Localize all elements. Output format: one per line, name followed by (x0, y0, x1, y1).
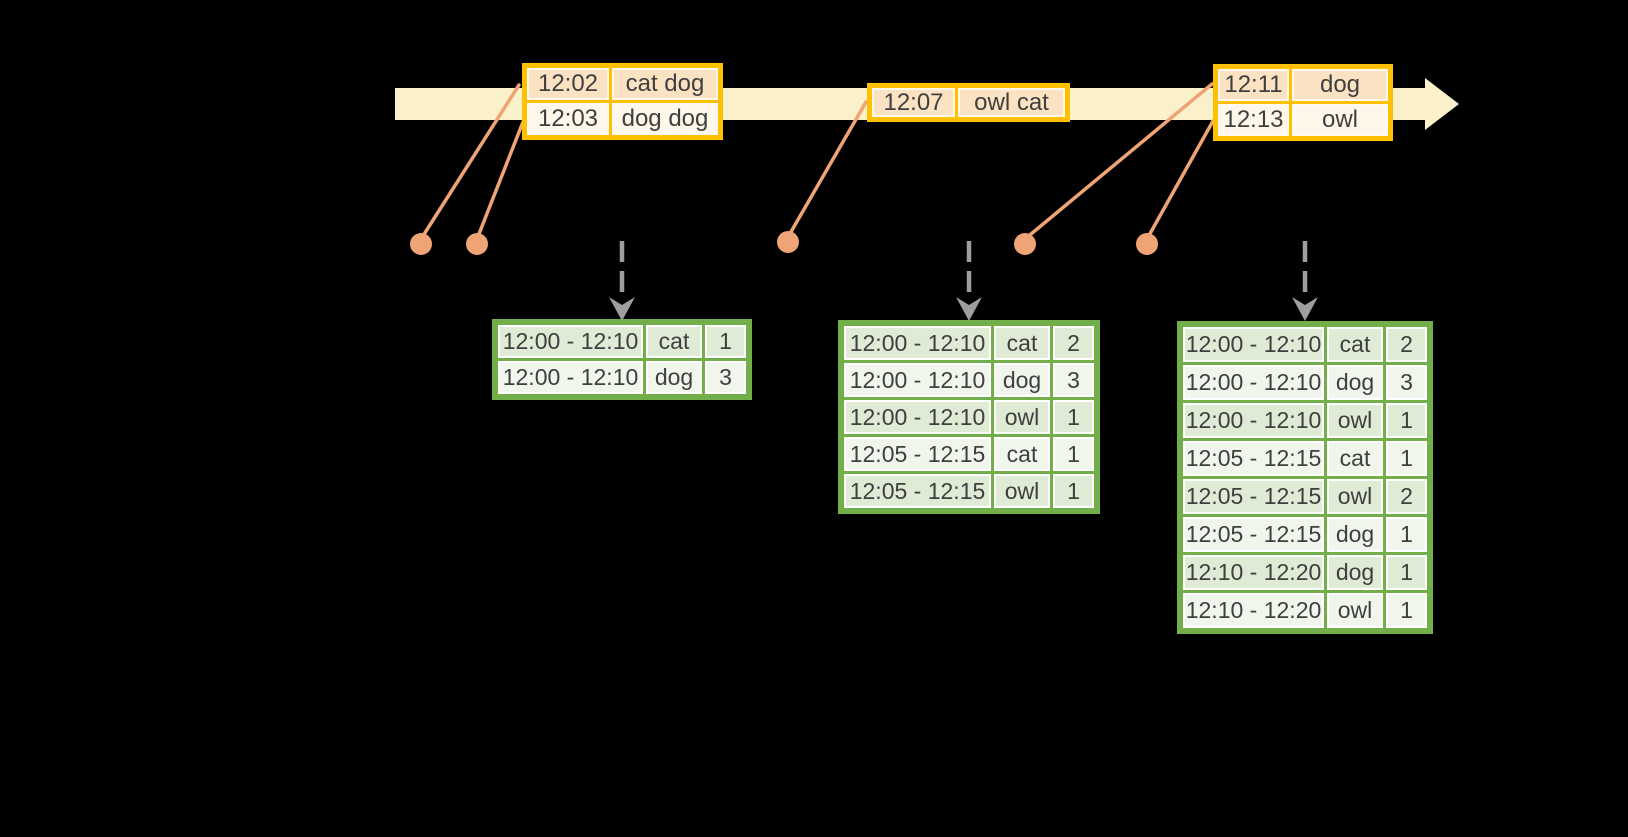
table-cell: owl (1327, 593, 1383, 628)
table-cell: 12:05 - 12:15 (1183, 441, 1324, 476)
table-cell: 1 (1386, 441, 1427, 476)
table-cell: dog (1327, 555, 1383, 590)
event-dot (466, 233, 488, 255)
table-cell: dog (1327, 517, 1383, 552)
table-cell: 12:00 - 12:10 (1183, 365, 1324, 400)
trigger-arrowhead-icon (609, 297, 635, 321)
table-cell: cat (1327, 441, 1383, 476)
trigger-arrowhead-icon (956, 297, 982, 321)
table-cell: 1 (1053, 437, 1094, 471)
event-dot (777, 231, 799, 253)
event-dot (1136, 233, 1158, 255)
table-cell: 1 (1386, 555, 1427, 590)
table-cell: dog (994, 363, 1050, 397)
table-cell: dog (646, 361, 702, 394)
table-cell: 3 (1386, 365, 1427, 400)
table-cell: 12:00 - 12:10 (1183, 327, 1324, 362)
table-cell: owl (1292, 104, 1388, 136)
event-dots (410, 231, 1158, 255)
event-dot (1014, 233, 1036, 255)
table-cell: 12:00 - 12:10 (844, 326, 991, 360)
table-cell: 12:02 (527, 68, 609, 100)
table-cell: owl cat (958, 88, 1065, 117)
table-cell: 12:00 - 12:10 (1183, 403, 1324, 438)
table-cell: cat (994, 326, 1050, 360)
table-cell: 12:00 - 12:10 (844, 363, 991, 397)
event-connector-line (1145, 119, 1215, 241)
table-cell: owl (1327, 479, 1383, 514)
table-cell: 2 (1386, 479, 1427, 514)
timeline-arrowhead-icon (1425, 78, 1459, 130)
table-cell: 12:10 - 12:20 (1183, 555, 1324, 590)
table-cell: 2 (1053, 326, 1094, 360)
table-cell: 1 (1386, 517, 1427, 552)
table-cell: 1 (1386, 403, 1427, 438)
table-cell: 12:05 - 12:15 (1183, 517, 1324, 552)
table-cell: 1 (1053, 400, 1094, 434)
table-cell: cat (646, 325, 702, 358)
table-cell: dog dog (612, 103, 718, 135)
table-cell: 12:05 - 12:15 (1183, 479, 1324, 514)
table-cell: 12:03 (527, 103, 609, 135)
table-cell: 1 (1053, 474, 1094, 508)
table-cell: 12:05 - 12:15 (844, 437, 991, 471)
event-connector-line (786, 100, 868, 239)
event-connector-line (475, 120, 525, 241)
event-connector-line (419, 83, 521, 241)
table-cell: 12:00 - 12:10 (498, 325, 643, 358)
trigger-arrowhead-icon (1292, 297, 1318, 321)
table-cell: 1 (1386, 593, 1427, 628)
trigger-arrow-lines (619, 241, 1308, 297)
table-cell: 1 (705, 325, 746, 358)
table-cell: dog (1327, 365, 1383, 400)
table-cell: owl (994, 474, 1050, 508)
table-cell: 2 (1386, 327, 1427, 362)
table-cell: 12:13 (1218, 104, 1289, 136)
table-cell: dog (1292, 69, 1388, 101)
table-cell: 12:10 - 12:20 (1183, 593, 1324, 628)
table-cell: 12:00 - 12:10 (498, 361, 643, 394)
trigger-arrowheads (609, 297, 1318, 321)
table-cell: 12:05 - 12:15 (844, 474, 991, 508)
table-cell: cat (994, 437, 1050, 471)
table-cell: 12:11 (1218, 69, 1289, 101)
table-cell: 12:00 - 12:10 (844, 400, 991, 434)
table-cell: 3 (705, 361, 746, 394)
table-cell: 12:07 (872, 88, 955, 117)
table-cell: cat (1327, 327, 1383, 362)
event-dot (410, 233, 432, 255)
table-cell: owl (1327, 403, 1383, 438)
table-cell: owl (994, 400, 1050, 434)
table-cell: cat dog (612, 68, 718, 100)
table-cell: 3 (1053, 363, 1094, 397)
